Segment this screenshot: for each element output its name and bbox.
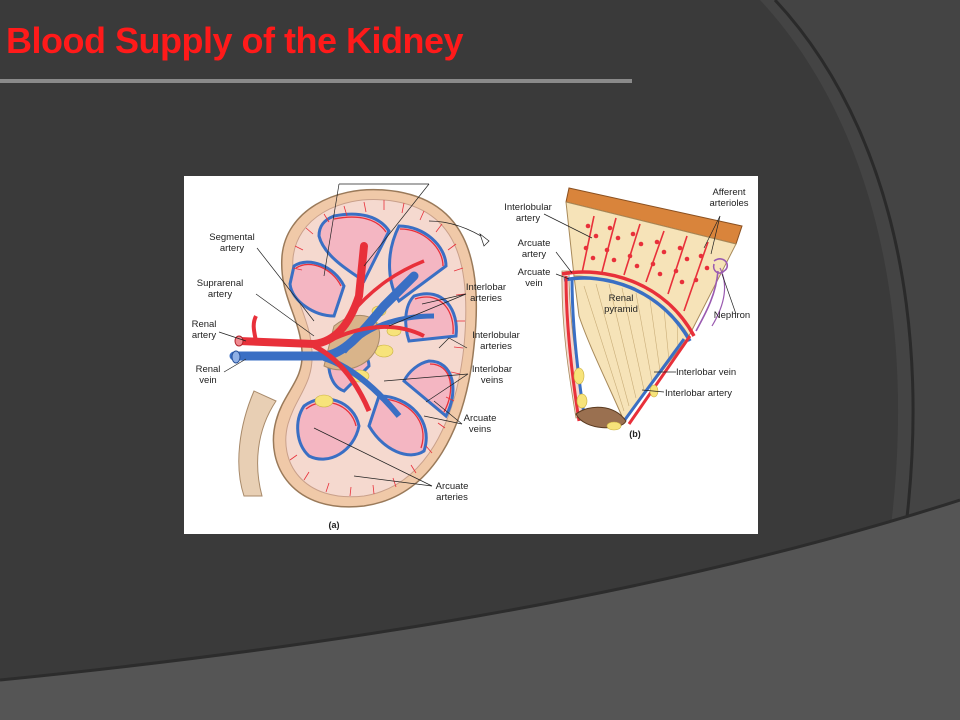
arcuate-artery-label-2: artery <box>522 249 547 260</box>
svg-text:Interlobar vein: Interlobar vein <box>676 367 736 378</box>
svg-text:Arcuate: Arcuate <box>464 413 497 424</box>
interlobar-vein-label: Interlobar vein <box>676 367 736 378</box>
svg-text:artery: artery <box>522 249 547 260</box>
kidney-diagram: Segmental artery Suprarenal artery Renal… <box>184 176 758 534</box>
suprarenal-artery-label-2: artery <box>208 289 233 300</box>
panel-b-caption: (b) <box>629 429 641 439</box>
svg-text:arteries: arteries <box>480 341 512 352</box>
arcuate-veins-label-1: Arcuate <box>464 413 497 424</box>
afferent-arterioles-label-2: arterioles <box>709 198 748 209</box>
interlobular-arteries-label-1: Interlobular <box>472 330 520 341</box>
svg-text:artery: artery <box>516 213 541 224</box>
svg-text:artery: artery <box>220 243 245 254</box>
svg-text:Renal: Renal <box>609 293 634 304</box>
panel-b-labels: Interlobular artery Arcuate artery Arcua… <box>504 187 750 439</box>
renal-artery-label-2: artery <box>192 330 217 341</box>
title-underline <box>0 79 632 83</box>
svg-text:artery: artery <box>208 289 233 300</box>
interlobar-veins-label-1: Interlobar <box>472 364 512 375</box>
panel-b-leader-lines <box>543 213 737 393</box>
renal-vein-label-2: vein <box>199 375 216 386</box>
interlobar-arteries-label-1: Interlobar <box>466 282 506 293</box>
svg-text:pyramid: pyramid <box>604 304 638 315</box>
afferent-arterioles-label-1: Afferent <box>712 187 745 198</box>
renal-pyramid-label-2: pyramid <box>604 304 638 315</box>
svg-text:Renal: Renal <box>192 319 217 330</box>
arcuate-vein-label-1: Arcuate <box>518 267 551 278</box>
svg-text:Arcuate: Arcuate <box>518 267 551 278</box>
svg-text:arterioles: arterioles <box>709 198 748 209</box>
svg-text:vein: vein <box>525 278 542 289</box>
svg-text:veins: veins <box>481 375 503 386</box>
renal-pyramid-label-1: Renal <box>609 293 634 304</box>
arcuate-veins-label-2: veins <box>469 424 491 435</box>
segmental-artery-label-2: artery <box>220 243 245 254</box>
svg-text:vein: vein <box>199 375 216 386</box>
nephron-label: Nephron <box>714 310 750 321</box>
arcuate-arteries-label-2: arteries <box>436 492 468 503</box>
arcuate-artery-label-1: Arcuate <box>518 238 551 249</box>
svg-text:Interlobular: Interlobular <box>472 330 520 341</box>
interlobar-arteries-label-2: arteries <box>470 293 502 304</box>
arcuate-vein-label-2: vein <box>525 278 542 289</box>
svg-text:artery: artery <box>192 330 217 341</box>
kidney-illustration: Segmental artery Suprarenal artery Renal… <box>192 183 750 530</box>
interlobular-artery-label-2: artery <box>516 213 541 224</box>
svg-text:Interlobar artery: Interlobar artery <box>665 388 732 399</box>
svg-text:Afferent: Afferent <box>712 187 745 198</box>
svg-text:Interlobular: Interlobular <box>504 202 552 213</box>
suprarenal-artery-label-1: Suprarenal <box>197 278 243 289</box>
interlobular-arteries-label-2: arteries <box>480 341 512 352</box>
arcuate-arteries-label-1: Arcuate <box>436 481 469 492</box>
svg-text:Suprarenal: Suprarenal <box>197 278 243 289</box>
renal-artery-label-1: Renal <box>192 319 217 330</box>
panel-b-cortex-section <box>561 187 743 431</box>
svg-text:Renal: Renal <box>196 364 221 375</box>
interlobular-artery-label-1: Interlobular <box>504 202 552 213</box>
renal-vein-label-1: Renal <box>196 364 221 375</box>
panel-a-leader-lines <box>218 183 490 487</box>
panel-a-kidney <box>229 188 478 508</box>
panel-a-caption: (a) <box>329 520 340 530</box>
interlobar-artery-label: Interlobar artery <box>665 388 732 399</box>
svg-text:Arcuate: Arcuate <box>518 238 551 249</box>
svg-text:Arcuate: Arcuate <box>436 481 469 492</box>
interlobar-veins-label-2: veins <box>481 375 503 386</box>
svg-text:arteries: arteries <box>470 293 502 304</box>
svg-text:Interlobar: Interlobar <box>472 364 512 375</box>
svg-text:Nephron: Nephron <box>714 310 750 321</box>
panel-a-labels: Segmental artery Suprarenal artery Renal… <box>192 232 520 530</box>
svg-text:veins: veins <box>469 424 491 435</box>
svg-text:arteries: arteries <box>436 492 468 503</box>
slide-title: Blood Supply of the Kidney <box>6 20 464 61</box>
segmental-artery-label-1: Segmental <box>209 232 254 243</box>
svg-text:Interlobar: Interlobar <box>466 282 506 293</box>
svg-text:Segmental: Segmental <box>209 232 254 243</box>
